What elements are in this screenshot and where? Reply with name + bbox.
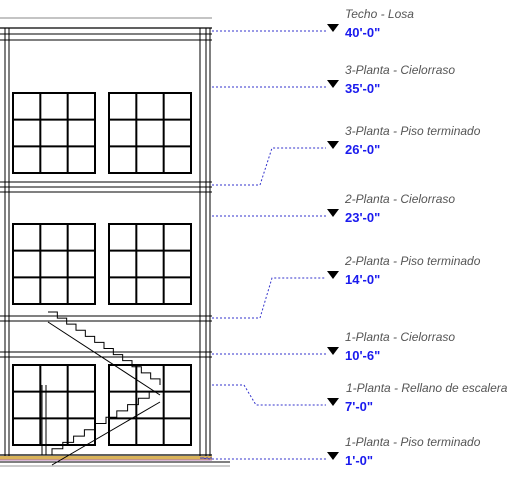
window <box>108 92 192 174</box>
level-marker-triangle <box>327 24 339 32</box>
level-name: 2-Planta - Piso terminado <box>345 254 481 268</box>
window <box>12 364 96 446</box>
window-frame <box>108 223 192 305</box>
stair-stringer <box>47 321 161 396</box>
ground-band <box>0 456 212 460</box>
stair-flight <box>51 391 161 466</box>
level-elevation: 7'-0" <box>345 399 374 414</box>
level-leader <box>212 384 326 406</box>
level-name: 1-Planta - Piso terminado <box>345 435 481 449</box>
window-frame <box>108 364 192 446</box>
level-markers <box>327 24 339 460</box>
window-frame <box>12 223 96 305</box>
level-marker-triangle <box>327 209 339 217</box>
level-elevation: 35'-0" <box>345 81 381 96</box>
level-leader <box>212 147 326 186</box>
window <box>12 92 96 174</box>
level-marker-triangle <box>327 271 339 279</box>
windows <box>12 92 192 446</box>
stair-steps <box>51 391 160 455</box>
level-marker-triangle <box>327 347 339 355</box>
leader-line <box>212 147 326 186</box>
level-leaders <box>199 30 326 460</box>
level-marker-triangle <box>327 141 339 149</box>
leader-line <box>212 277 326 319</box>
level-elevation: 14'-0" <box>345 272 381 287</box>
window-frame <box>12 92 96 174</box>
level-elevation: 1'-0" <box>345 453 374 468</box>
stair-steps <box>48 311 161 385</box>
level-marker-triangle <box>327 452 339 460</box>
window-frame <box>108 92 192 174</box>
leader-line <box>199 457 326 460</box>
level-leader <box>212 277 326 319</box>
level-name: 3-Planta - Piso terminado <box>345 124 481 138</box>
level-leader <box>199 457 326 460</box>
building-elevation <box>0 17 230 467</box>
stair-flight <box>47 311 161 396</box>
window <box>108 223 192 305</box>
level-elevation: 40'-0" <box>345 25 381 40</box>
level-name: 2-Planta - Cielorraso <box>345 192 456 206</box>
level-name: 1-Planta - Cielorraso <box>345 330 456 344</box>
stair-stringer <box>51 401 161 466</box>
level-name: 1-Planta - Rellano de escalera <box>346 381 508 395</box>
window-frame <box>12 364 96 446</box>
level-name: 3-Planta - Cielorraso <box>345 63 456 77</box>
level-marker-triangle <box>327 398 339 406</box>
level-name: Techo - Losa <box>345 7 414 21</box>
stairs <box>41 311 161 466</box>
level-elevation: 10'-6" <box>345 348 381 363</box>
level-elevation: 26'-0" <box>345 142 381 157</box>
window <box>12 223 96 305</box>
window <box>108 364 192 446</box>
level-elevation: 23'-0" <box>345 210 381 225</box>
leader-line <box>212 384 326 406</box>
level-marker-triangle <box>327 80 339 88</box>
